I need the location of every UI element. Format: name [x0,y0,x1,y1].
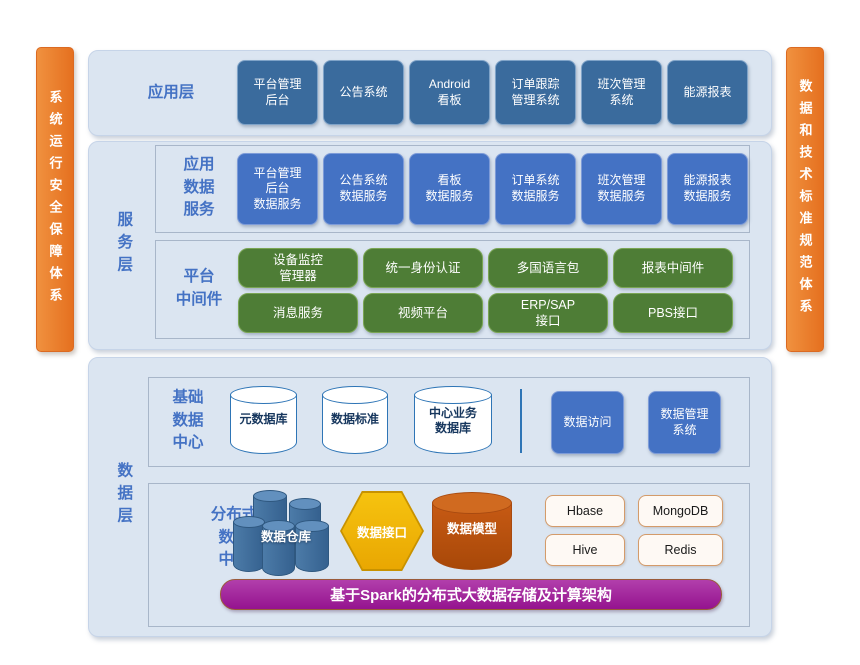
left-assurance-label: 系统运行安全保障体系 [47,89,63,310]
app-layer-label: 应用层 [147,83,195,101]
central-business-db-cylinder-icon: 中心业务 数据库 [414,386,492,454]
data-warehouse-label: 数据仓库 [260,530,311,544]
service-layer-label: 服务层 [115,210,133,279]
basic-data-center-label: 基础 数据 中心 [172,389,204,452]
app-data-services-subpanel [155,145,750,233]
metadata-db-cylinder-icon: 元数据库 [230,386,297,454]
left-assurance-bar: 系统运行安全保障体系 [36,47,74,352]
data-access-box: 数据访问 [551,391,624,454]
svc-box-board-data: 看板 数据服务 [409,153,490,225]
app-box-order-tracking: 订单跟踪 管理系统 [495,60,576,125]
app-data-services-label: 应用 数据 服务 [183,156,215,219]
right-standards-label: 数据和技术标准规范体系 [797,78,813,321]
app-box-announcement: 公告系统 [323,60,404,125]
svc-box-energy-data: 能源报表 数据服务 [667,153,748,225]
distributed-center-subpanel [148,483,750,627]
data-layer-label: 数据层 [115,462,133,530]
data-standard-cylinder-icon: 数据标准 [322,386,388,454]
app-box-energy-report: 能源报表 [667,60,748,125]
svc-box-shift-data: 班次管理 数据服务 [581,153,662,225]
mw-box-identity-auth: 统一身份认证 [363,248,483,288]
data-model-label: 数据模型 [446,522,497,536]
data-interface-hexagon-icon: 数据接口 [340,491,424,571]
data-warehouse-cluster-icon [233,490,335,578]
right-standards-bar: 数据和技术标准规范体系 [786,47,824,352]
mw-box-report-middleware: 报表中间件 [613,248,733,288]
middleware-label: 平台 中间件 [175,268,223,308]
mw-box-erp-sap-interface: ERP/SAP 接口 [488,293,608,333]
svc-box-order-data: 订单系统 数据服务 [495,153,576,225]
db-box-hive: Hive [545,534,625,566]
basic-center-divider [520,389,522,453]
mw-box-language-pack: 多国语言包 [488,248,608,288]
data-standard-label: 数据标准 [330,412,379,426]
db-box-hbase: Hbase [545,495,625,527]
svc-box-platform-admin-data: 平台管理 后台 数据服务 [237,153,318,225]
db-box-mongodb: MongoDB [638,495,723,527]
spark-banner: 基于Spark的分布式大数据存储及计算架构 [220,579,722,610]
basic-data-center-subpanel [148,377,750,467]
data-model-cylinder-icon: 数据模型 [432,492,512,570]
metadata-db-label: 元数据库 [239,412,288,426]
app-box-android-board: Android 看板 [409,60,490,125]
svc-box-announcement-data: 公告系统 数据服务 [323,153,404,225]
mw-box-message-service: 消息服务 [238,293,358,333]
data-mgmt-system-box: 数据管理 系统 [648,391,721,454]
app-box-shift-mgmt: 班次管理 系统 [581,60,662,125]
mw-box-pbs-interface: PBS接口 [613,293,733,333]
central-business-db-label: 中心业务 数据库 [428,406,477,435]
db-box-redis: Redis [638,534,723,566]
mw-box-video-platform: 视频平台 [363,293,483,333]
data-interface-label: 数据接口 [356,525,407,540]
mw-box-device-monitor: 设备监控 管理器 [238,248,358,288]
middleware-subpanel [155,240,750,339]
app-box-platform-admin: 平台管理 后台 [237,60,318,125]
